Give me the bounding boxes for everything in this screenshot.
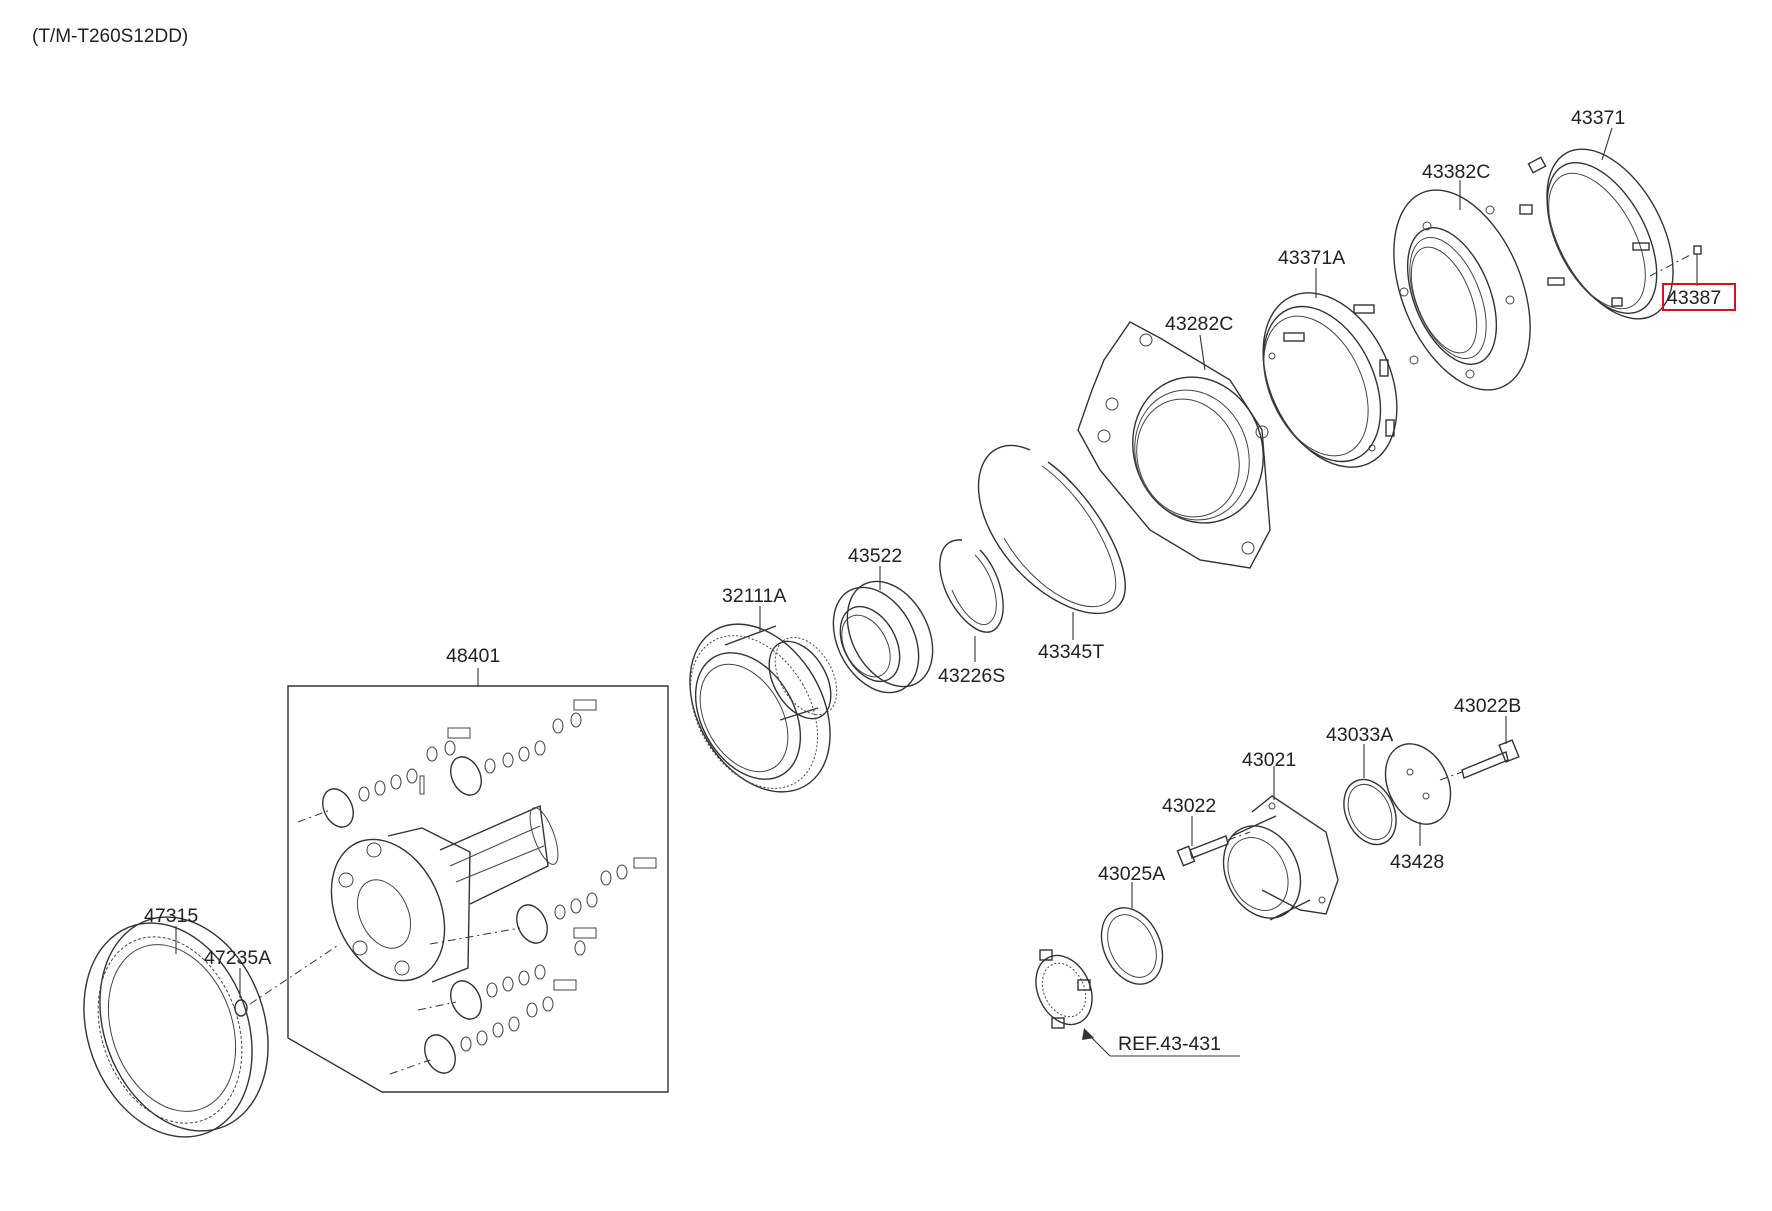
part-label-43021[interactable]: 43021: [1242, 749, 1296, 771]
part-label-43345T[interactable]: 43345T: [1038, 641, 1104, 663]
part-label-43371[interactable]: 43371: [1571, 107, 1625, 129]
axis-43387: [1649, 253, 1693, 277]
leader-43282C: [1199, 334, 1206, 371]
part-43522-drawing: [832, 580, 934, 694]
part-label-43022[interactable]: 43022: [1162, 795, 1216, 817]
part-label-43382C[interactable]: 43382C: [1422, 161, 1490, 183]
reference-label[interactable]: REF.43-431: [1118, 1033, 1221, 1055]
part-47235A-drawing: [234, 999, 248, 1017]
part-label-43428[interactable]: 43428: [1390, 851, 1444, 873]
part-label-47235A[interactable]: 47235A: [204, 947, 271, 969]
arrow-icon: [1082, 1028, 1094, 1040]
part-43033A-drawing: [1343, 778, 1397, 846]
part-label-48401[interactable]: 48401: [446, 645, 500, 667]
part-47315-drawing: [83, 916, 269, 1138]
axis-47235A: [249, 943, 341, 1005]
part-43021-drawing: [1222, 795, 1339, 921]
part-label-43022B[interactable]: 43022B: [1454, 695, 1521, 717]
part-label-43226S[interactable]: 43226S: [938, 665, 1005, 687]
highlight-box-43387[interactable]: [1662, 283, 1736, 311]
part-43025A-drawing: [1100, 907, 1164, 985]
part-43345T-drawing: [977, 444, 1126, 614]
part-label-43282C[interactable]: 43282C: [1165, 313, 1233, 335]
part-43022-drawing: [1176, 831, 1251, 867]
part-label-47315[interactable]: 47315: [144, 905, 198, 927]
part-43371A-drawing: [1262, 292, 1398, 468]
part-43382C-drawing: [1393, 189, 1531, 391]
part-32111A-drawing: [689, 623, 838, 793]
part-label-43025A[interactable]: 43025A: [1098, 863, 1165, 885]
part-label-43033A[interactable]: 43033A: [1326, 724, 1393, 746]
part-48401-drawing: [297, 699, 657, 1075]
part-43022B-drawing: [1439, 739, 1520, 781]
part-43428-drawing: [1384, 743, 1452, 825]
ref-lock-nut-drawing: [1035, 949, 1093, 1029]
part-43387-drawing: [1693, 245, 1702, 255]
part-43282C-drawing: [1077, 321, 1271, 569]
model-code: (T/M-T260S12DD): [32, 26, 188, 47]
leader-43371: [1601, 127, 1613, 161]
kit-box-48401: [287, 685, 669, 1093]
part-label-43371A[interactable]: 43371A: [1278, 247, 1345, 269]
part-label-43522[interactable]: 43522: [848, 545, 902, 567]
part-label-32111A[interactable]: 32111A: [722, 585, 786, 607]
part-label-43387[interactable]: 43387: [1667, 287, 1721, 309]
part-43371-drawing: [1519, 148, 1674, 320]
part-43226S-drawing: [939, 539, 1004, 633]
